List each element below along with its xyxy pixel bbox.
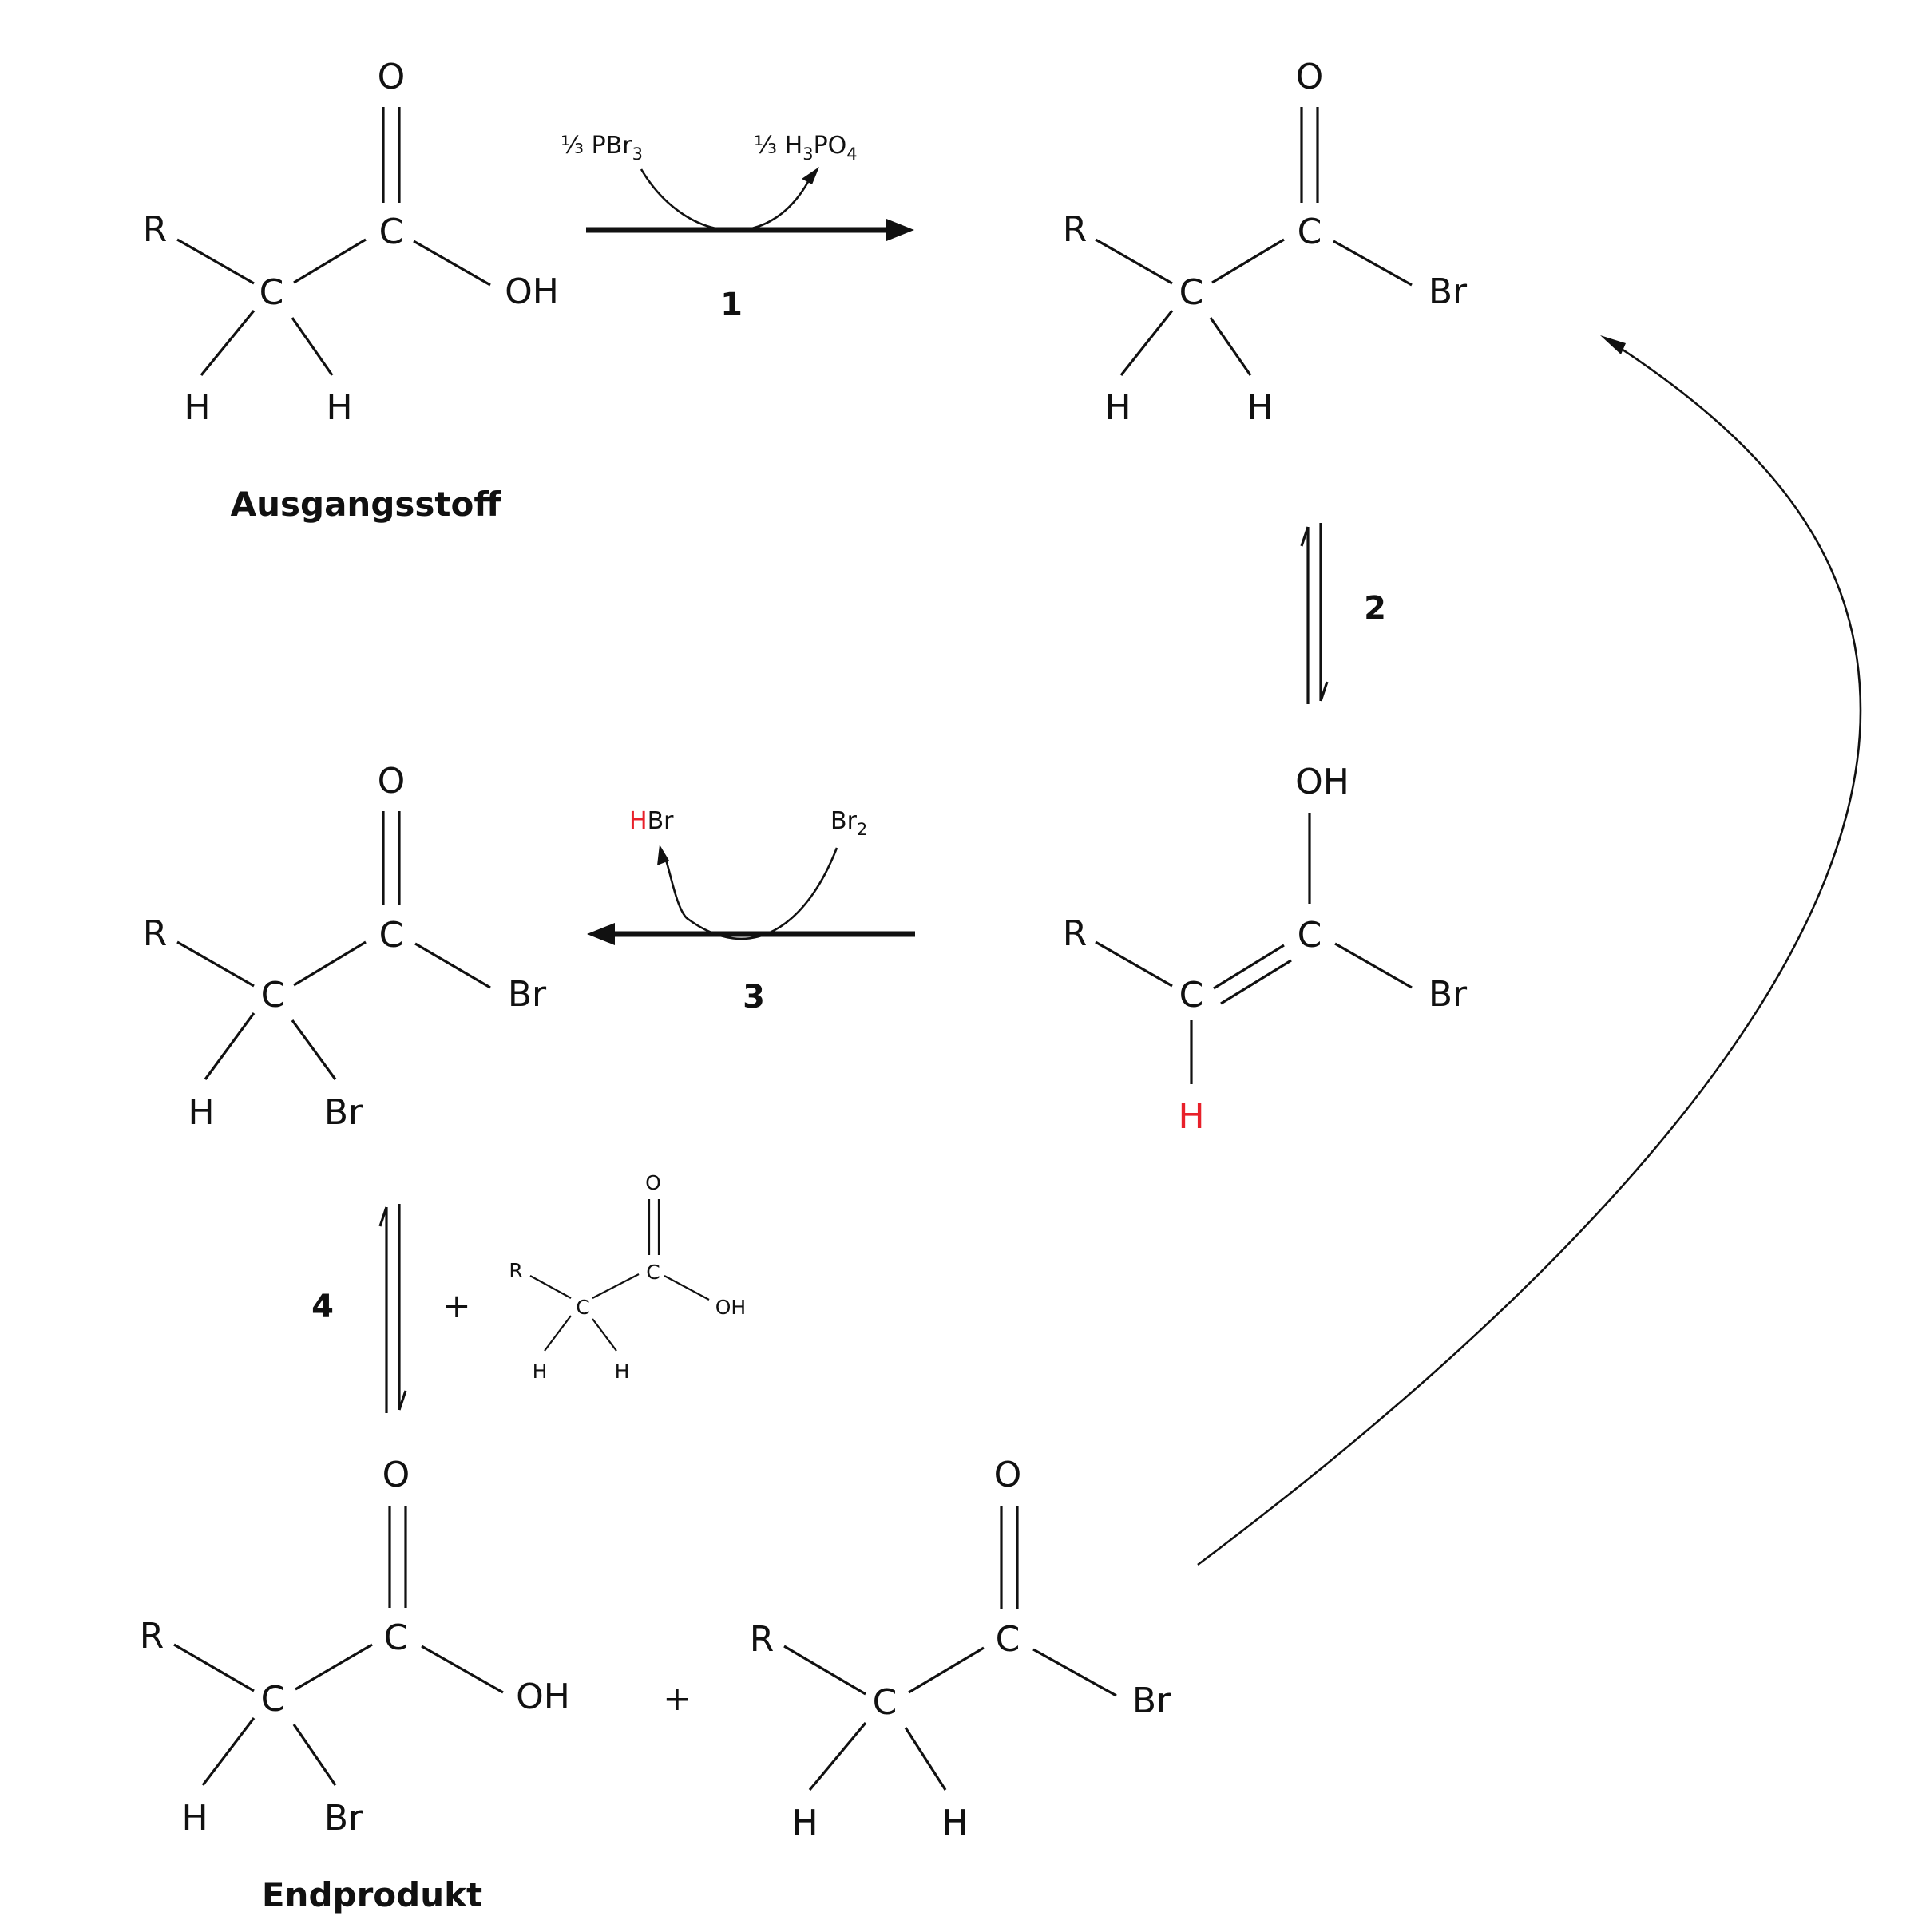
atom-o: O (994, 1455, 1022, 1495)
recycle-arrow (1197, 335, 1862, 1566)
atom-h: H (615, 1360, 630, 1383)
atom-r: R (1063, 913, 1088, 954)
atom-o: O (645, 1171, 661, 1194)
atom-c-carbonyl: C (379, 212, 404, 252)
equilibrium-arrow-step-2 (1300, 523, 1329, 704)
atom-r: R (140, 1616, 164, 1657)
atom-h: H (1104, 387, 1131, 428)
atom-h: H (184, 387, 210, 428)
atom-h: H (1246, 387, 1273, 428)
atom-h: H (326, 387, 352, 428)
atom-o: O (1296, 57, 1324, 97)
atom-c-alpha: C (260, 272, 284, 313)
atom-oh: OH (1295, 762, 1349, 802)
atom-c-alpha: C (873, 1682, 898, 1723)
step-label-1: 1 (720, 287, 743, 323)
atom-c-alpha: C (261, 1679, 286, 1720)
molecule-alpha-bromo-acyl-bromide: R C C O Br H Br (143, 761, 547, 1133)
atom-c-alpha: C (261, 975, 286, 1015)
step-label-3: 3 (743, 979, 765, 1015)
atom-c-alpha: C (1179, 272, 1204, 313)
molecule-regenerated-acyl-bromide: R C C O Br H H (750, 1455, 1171, 1843)
atom-r: R (750, 1619, 775, 1660)
atom-o: O (378, 761, 406, 802)
atom-br: Br (1132, 1681, 1171, 1721)
step-label-2: 2 (1364, 590, 1386, 627)
atom-h: H (941, 1803, 968, 1843)
atom-c-enol: C (1298, 915, 1322, 956)
molecule-enol: R C C OH Br H (1063, 762, 1468, 1137)
atom-o: O (382, 1455, 410, 1495)
atom-c-carbonyl: C (1298, 212, 1322, 252)
arrow-step-1 (586, 167, 914, 241)
atom-h: H (188, 1092, 214, 1133)
caption-end-product: Endprodukt (262, 1875, 482, 1914)
atom-oh: OH (516, 1677, 570, 1717)
equilibrium-arrow-step-4 (378, 1204, 407, 1413)
atom-c-alpha: C (1179, 975, 1204, 1015)
atom-c-carbonyl: C (646, 1261, 660, 1284)
atom-r: R (1063, 209, 1088, 250)
atom-h: H (533, 1360, 548, 1383)
reagent-h3po4: ⅓ H3PO4 (754, 132, 858, 164)
molecule-reagent-acid-small: R C C O OH H H (509, 1171, 746, 1383)
reagent-br2: Br2 (830, 807, 867, 839)
atom-c-carbonyl: C (996, 1619, 1020, 1660)
atom-br: Br (1429, 271, 1468, 312)
atom-br: Br (324, 1798, 363, 1839)
atom-h-highlighted: H (1178, 1096, 1204, 1137)
plus-sign: + (663, 1679, 691, 1718)
atom-c-alpha: C (576, 1296, 589, 1319)
atom-r: R (143, 209, 168, 250)
step-label-4: 4 (311, 1289, 334, 1325)
atom-c-carbonyl: C (379, 915, 404, 956)
atom-o: O (378, 57, 406, 97)
caption-starting-material: Ausgangsstoff (231, 485, 502, 524)
reagent-pbr3: ⅓ PBr3 (561, 132, 643, 164)
atom-r: R (509, 1259, 522, 1282)
atom-br: Br (324, 1092, 363, 1133)
arrow-step-3 (587, 845, 915, 945)
atom-h: H (181, 1798, 208, 1839)
reagent-hbr: HBr (629, 807, 674, 835)
molecule-starting-acid: R C C O OH H H (143, 57, 559, 428)
atom-br: Br (508, 974, 547, 1015)
plus-sign: + (442, 1286, 470, 1325)
molecule-acyl-bromide: R C C O Br H H (1063, 57, 1468, 428)
atom-c-carbonyl: C (384, 1617, 409, 1658)
atom-oh: OH (715, 1296, 746, 1319)
atom-h: H (791, 1803, 818, 1843)
molecule-end-product: R C C O OH H Br (140, 1455, 570, 1839)
atom-oh: OH (505, 271, 559, 312)
atom-br: Br (1429, 974, 1468, 1015)
atom-r: R (143, 913, 168, 954)
